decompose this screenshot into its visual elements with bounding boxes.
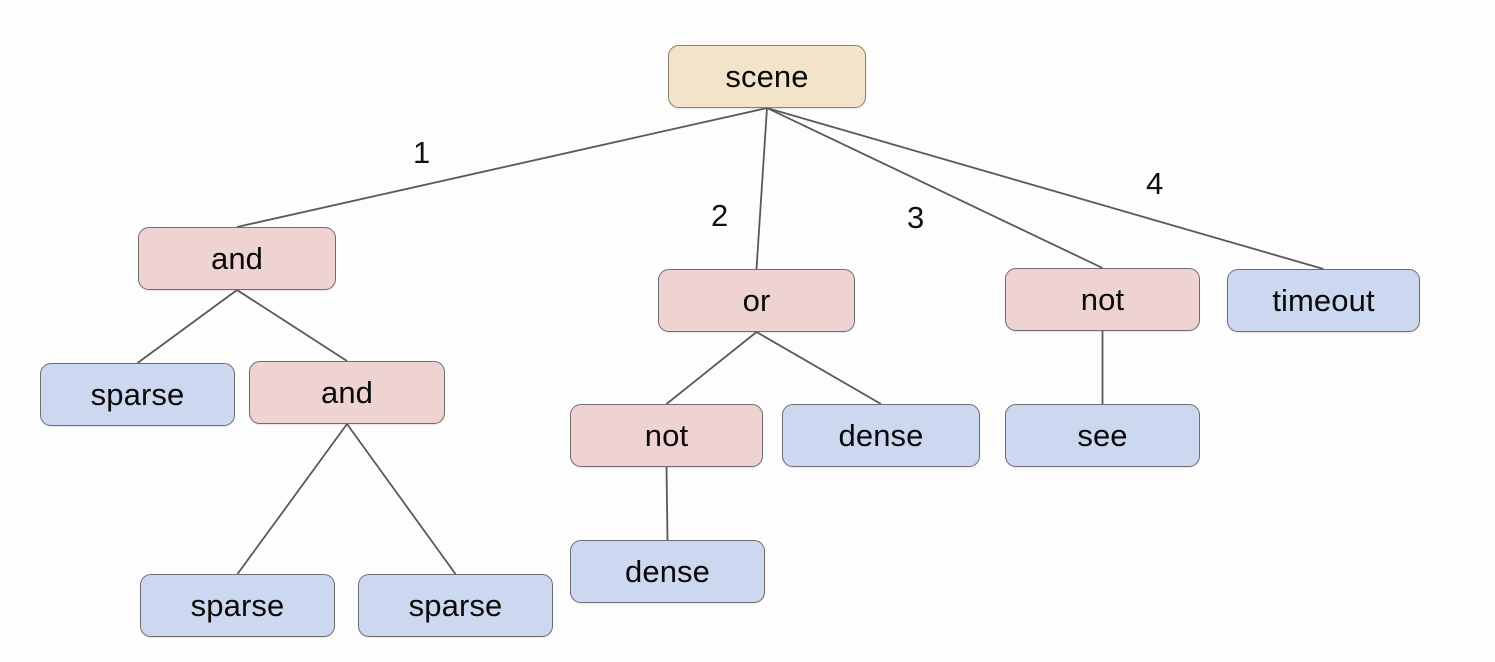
tree-node-scene[interactable]: scene xyxy=(668,45,866,108)
tree-node-label: sparse xyxy=(90,377,185,412)
tree-node-label: not xyxy=(1080,282,1125,317)
tree-edge xyxy=(236,107,768,228)
tree-node-label: not xyxy=(644,418,689,453)
tree-edge xyxy=(766,107,1103,269)
tree-node-or1[interactable]: or xyxy=(658,269,855,332)
tree-node-timeout[interactable]: timeout xyxy=(1227,269,1420,332)
tree-node-sparse3[interactable]: sparse xyxy=(358,574,553,637)
edge-label-2: 2 xyxy=(711,198,729,233)
tree-node-label: and xyxy=(320,375,374,410)
tree-node-sparse2[interactable]: sparse xyxy=(140,574,335,637)
tree-node-see[interactable]: see xyxy=(1005,404,1200,467)
tree-node-label: dense xyxy=(625,554,710,589)
tree-edge xyxy=(236,289,348,362)
tree-edge xyxy=(665,331,758,405)
tree-node-label: scene xyxy=(725,59,809,94)
tree-node-label: timeout xyxy=(1272,283,1375,318)
tree-node-label: sparse xyxy=(408,588,503,623)
tree-node-dense_b[interactable]: dense xyxy=(570,540,765,603)
tree-node-label: and xyxy=(210,241,264,276)
tree-edge xyxy=(236,423,348,575)
tree-node-label: dense xyxy=(838,418,924,453)
edge-label-1: 1 xyxy=(413,135,431,170)
tree-edge xyxy=(346,423,457,575)
tree-node-dense_m[interactable]: dense xyxy=(782,404,980,467)
tree-node-and1[interactable]: and xyxy=(138,227,336,290)
tree-edge xyxy=(766,107,1324,270)
edge-label-3: 3 xyxy=(907,200,925,235)
tree-edge xyxy=(665,466,669,541)
tree-edge xyxy=(136,289,238,364)
tree-node-sparse1[interactable]: sparse xyxy=(40,363,235,426)
tree-node-and2[interactable]: and xyxy=(249,361,445,424)
tree-node-label: sparse xyxy=(190,588,285,623)
edge-label-4: 4 xyxy=(1146,166,1164,201)
tree-edge xyxy=(755,107,768,270)
tree-node-not_r[interactable]: not xyxy=(1005,268,1200,331)
tree-node-not_m[interactable]: not xyxy=(570,404,763,467)
tree-node-label: or xyxy=(742,283,771,318)
tree-edge xyxy=(756,331,882,405)
tree-node-label: see xyxy=(1077,418,1128,453)
